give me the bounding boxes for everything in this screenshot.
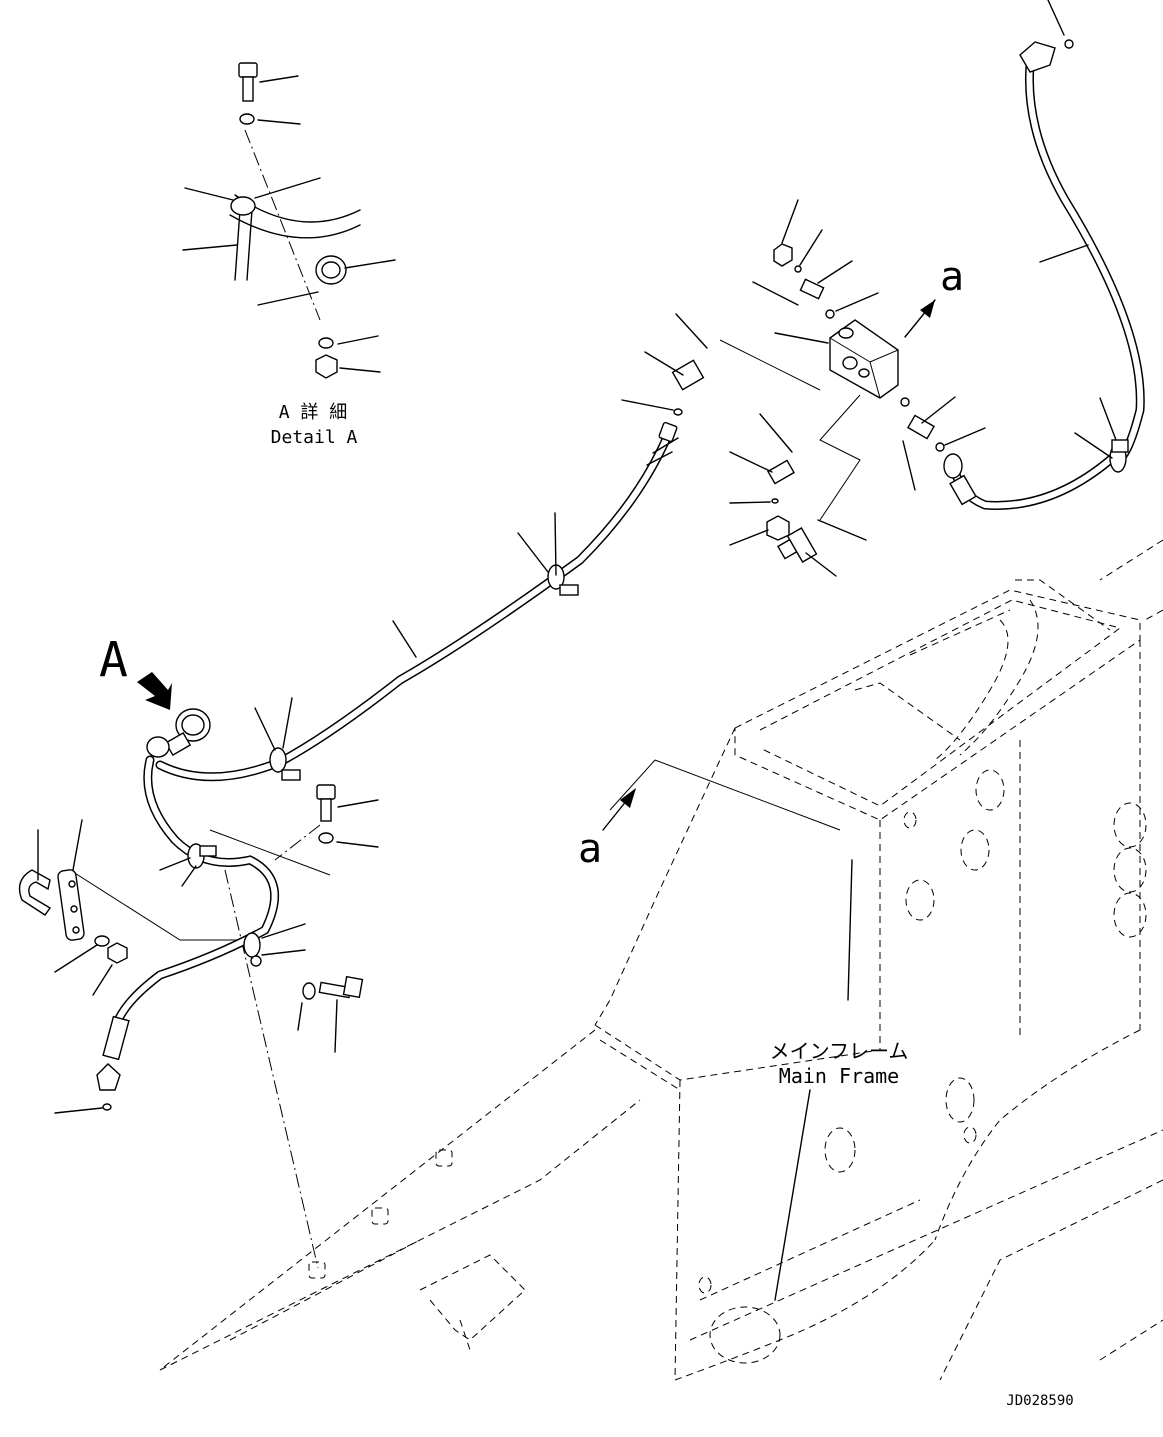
u-bolt-set	[18, 819, 128, 996]
right-hose-clamp	[1074, 397, 1129, 473]
detail-bolt	[238, 62, 299, 102]
elbow-clamp	[254, 697, 301, 781]
lower-hose-clamp-1	[159, 843, 217, 887]
view-a-label: A	[99, 632, 128, 688]
arrow-a-lower: a	[578, 788, 636, 872]
detail-a-title-jp: A 詳 細	[279, 402, 348, 423]
main-frame-label: メインフレーム Main Frame	[770, 859, 909, 1301]
main-frame-outline	[159, 539, 1163, 1381]
right-hose-assembly	[943, 0, 1145, 510]
lower-hose-clamp-2	[243, 923, 306, 967]
detail-washer	[239, 113, 255, 125]
arrow-a-lower-label: a	[578, 826, 602, 872]
main-hose-clamp	[517, 512, 579, 596]
main-frame-label-jp: メインフレーム	[770, 1039, 909, 1063]
mount-bolt-upper	[316, 784, 379, 848]
elbow-fitting	[146, 708, 211, 758]
main-hose-assembly	[146, 421, 679, 782]
lower-hose-assembly	[54, 755, 306, 1114]
mount-bolt-lower	[297, 975, 364, 1053]
view-a-arrow: A	[99, 632, 172, 710]
detail-a-title-en: Detail A	[271, 427, 358, 448]
arrow-a-upper-label: a	[940, 254, 964, 300]
frame-mount-pads	[308, 1149, 453, 1279]
valve-block-assembly: a	[621, 199, 986, 577]
reference-lines	[69, 129, 861, 1269]
detail-a-group: A 詳 細 Detail A	[182, 62, 396, 448]
main-frame-label-en: Main Frame	[779, 1064, 899, 1088]
drawing-id: JD028590	[1006, 1393, 1073, 1409]
